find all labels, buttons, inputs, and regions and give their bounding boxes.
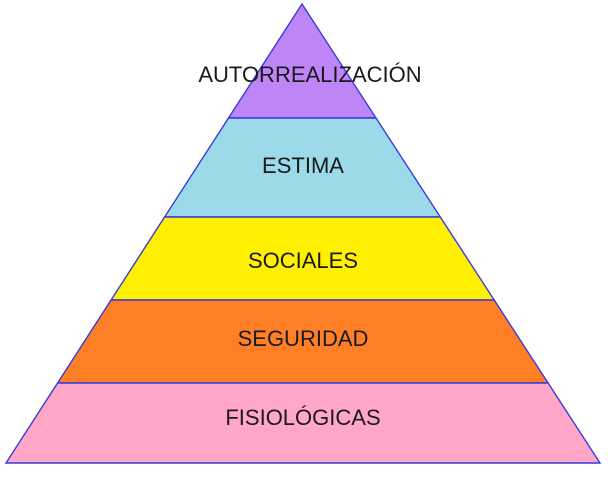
pyramid-level-5-band [4,382,602,464]
pyramid-level-4-label: SEGURIDAD [238,326,369,351]
pyramid-level-2-label: ESTIMA [262,153,344,178]
pyramid-level-1-label: AUTORREALIZACIÓN [198,62,421,87]
pyramid-level-3-label: SOCIALES [248,248,358,273]
pyramid-level-5-label: FISIOLÓGICAS [225,405,380,430]
